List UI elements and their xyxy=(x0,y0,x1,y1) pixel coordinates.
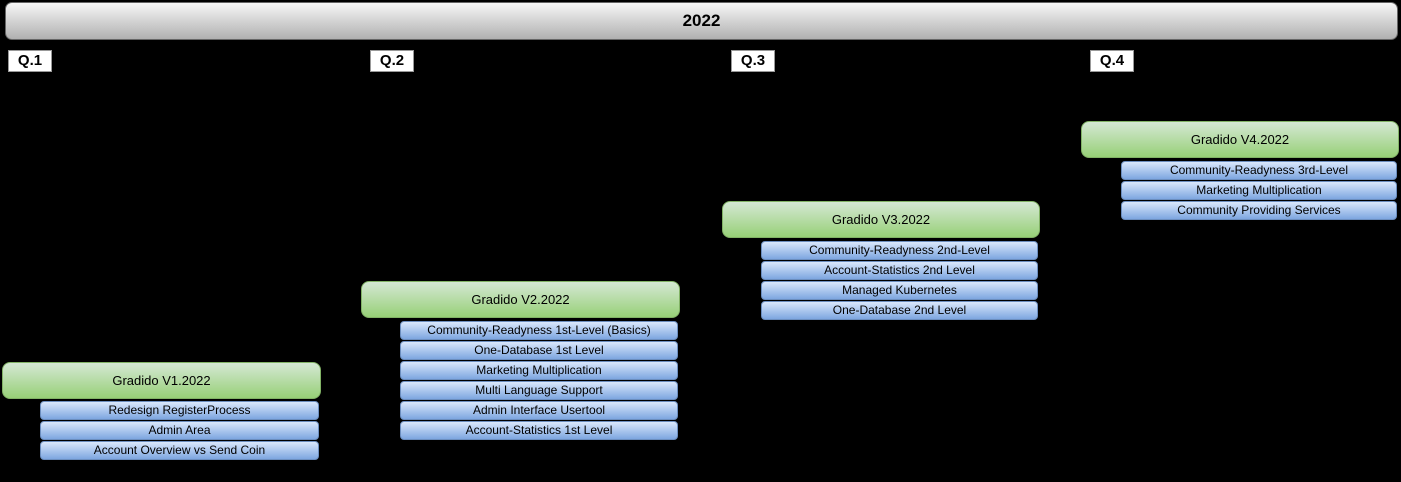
version-box-q1: Gradido V1.2022 xyxy=(2,362,321,399)
feature-box: Multi Language Support xyxy=(400,381,678,400)
feature-list-q1: Redesign RegisterProcess Admin Area Acco… xyxy=(40,401,319,460)
feature-box: Community-Readyness 1st-Level (Basics) xyxy=(400,321,678,340)
feature-box: Account-Statistics 1st Level xyxy=(400,421,678,440)
feature-box: Community-Readyness 2nd-Level xyxy=(761,241,1038,260)
quarter-label-q3: Q.3 xyxy=(731,50,775,72)
quarter-label-q4: Q.4 xyxy=(1090,50,1134,72)
feature-box: Marketing Multiplication xyxy=(1121,181,1397,200)
feature-box: One-Database 2nd Level xyxy=(761,301,1038,320)
feature-list-q4: Community-Readyness 3rd-Level Marketing … xyxy=(1121,161,1397,220)
feature-box: Admin Area xyxy=(40,421,319,440)
feature-box: Account-Statistics 2nd Level xyxy=(761,261,1038,280)
feature-box: Account Overview vs Send Coin xyxy=(40,441,319,460)
feature-box: Managed Kubernetes xyxy=(761,281,1038,300)
version-box-q3: Gradido V3.2022 xyxy=(722,201,1040,238)
year-header: 2022 xyxy=(5,2,1398,40)
quarter-label-q1: Q.1 xyxy=(8,50,52,72)
feature-box: Marketing Multiplication xyxy=(400,361,678,380)
version-box-q4: Gradido V4.2022 xyxy=(1081,121,1399,158)
feature-box: Community-Readyness 3rd-Level xyxy=(1121,161,1397,180)
quarter-label-q2: Q.2 xyxy=(370,50,414,72)
version-box-q2: Gradido V2.2022 xyxy=(361,281,680,318)
feature-box: One-Database 1st Level xyxy=(400,341,678,360)
feature-list-q3: Community-Readyness 2nd-Level Account-St… xyxy=(761,241,1038,320)
feature-box: Redesign RegisterProcess xyxy=(40,401,319,420)
feature-box: Admin Interface Usertool xyxy=(400,401,678,420)
feature-box: Community Providing Services xyxy=(1121,201,1397,220)
feature-list-q2: Community-Readyness 1st-Level (Basics) O… xyxy=(400,321,678,440)
